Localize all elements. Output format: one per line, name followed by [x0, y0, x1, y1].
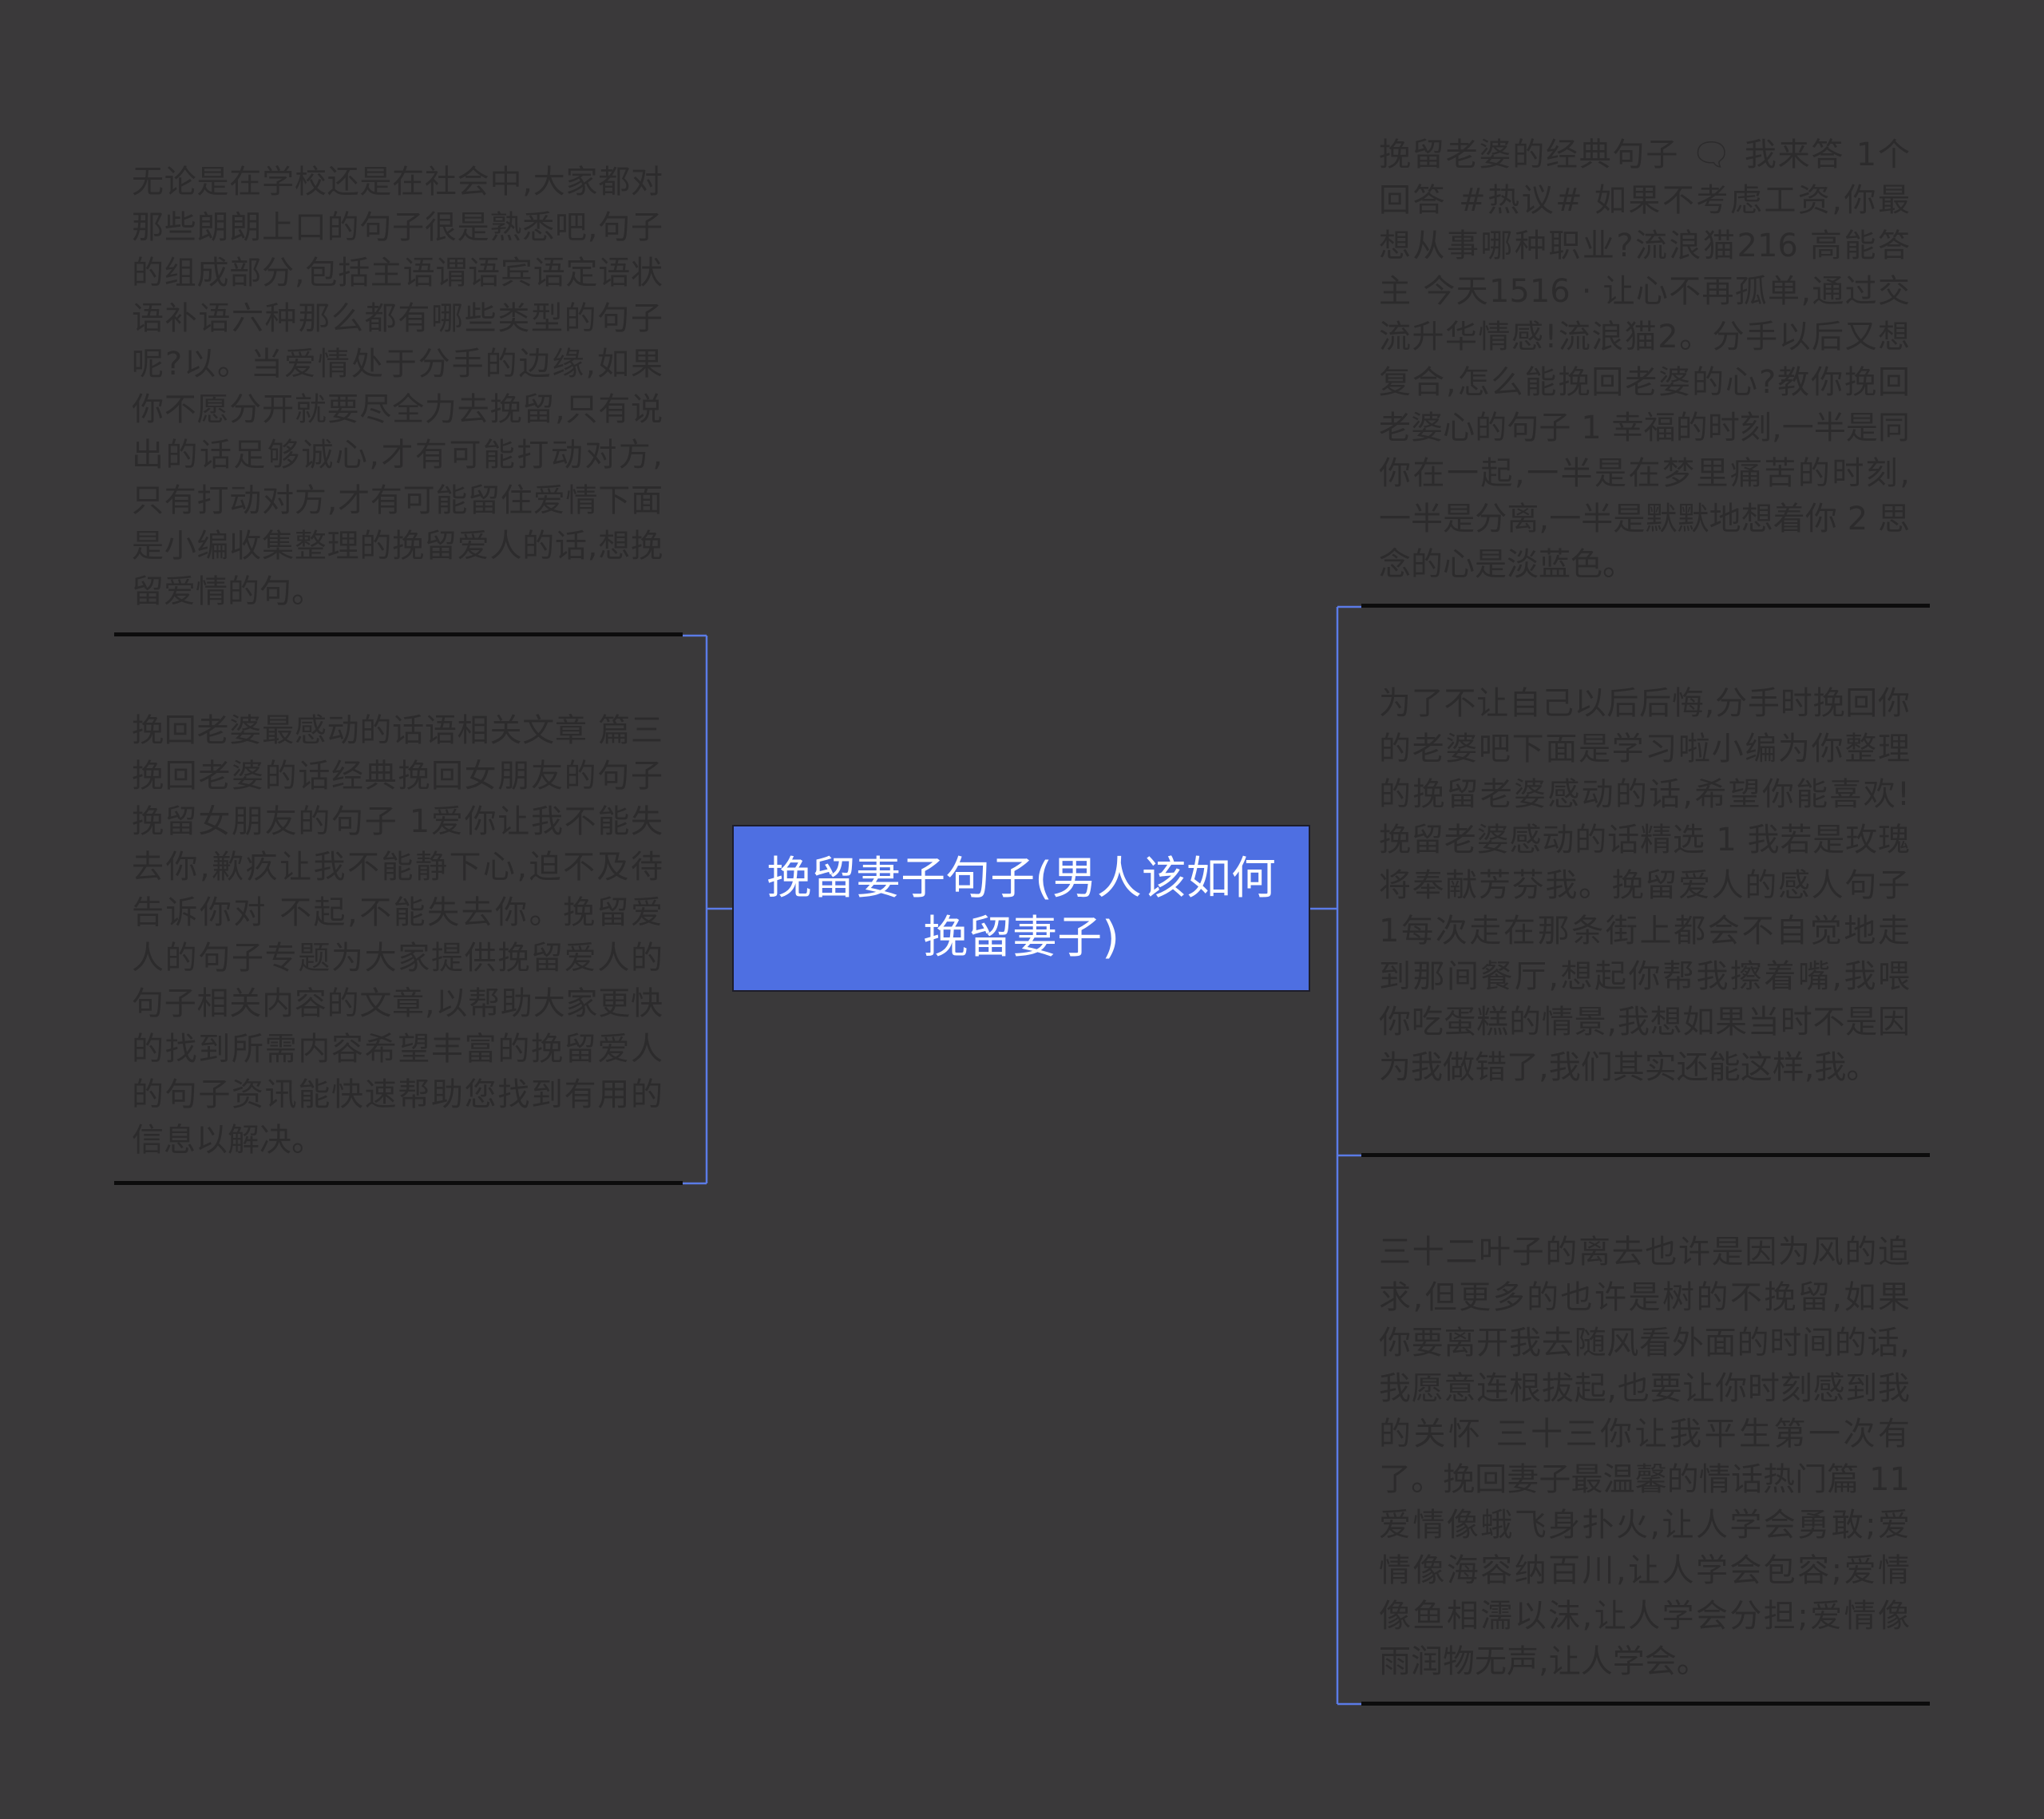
branch-leaf-text-left-2: 挽回老婆最感动的话语相关文章 篇三挽回老婆的话经典挽回女朋友的句子 挽留女朋友的…: [132, 712, 663, 1159]
central-topic-node[interactable]: 挽留妻子句子(男人该如何挽留妻子): [732, 825, 1310, 992]
branch-leaf-text-right-3: 三十二叶子的离去也许是因为风的追求,但更多的也许是树的不挽留,如果你要离开我去随…: [1379, 1234, 1910, 1680]
connector-left: [683, 634, 732, 1185]
branch-leaf-underline-right-3: [1361, 1702, 1930, 1706]
branch-leaf-text-left-1: 无论是在学校还是在社会中,大家都对那些朗朗上口的句子很是熟悉吧,句子的组成部分,…: [132, 164, 663, 610]
branch-leaf-underline-right-1: [1361, 604, 1930, 608]
branch-leaf-text-right-2: 为了不让自己以后后悔,分手时挽回你的老婆吧下面是学习啦小编为你整理的挽留老婆感动…: [1379, 685, 1910, 1086]
branch-leaf-underline-left-1: [114, 632, 683, 636]
branch-leaf-underline-left-2: [114, 1181, 683, 1185]
central-topic-title: 挽留妻子句子(男人该如何挽留妻子): [766, 852, 1276, 964]
branch-leaf-text-right-1: 挽留老婆的经典句子 🗨 我来答 1个回答 #热议# 如果不考虑工资,你最想从事哪…: [1379, 137, 1910, 583]
connector-right: [1310, 605, 1361, 1706]
branch-leaf-underline-right-2: [1361, 1153, 1930, 1157]
